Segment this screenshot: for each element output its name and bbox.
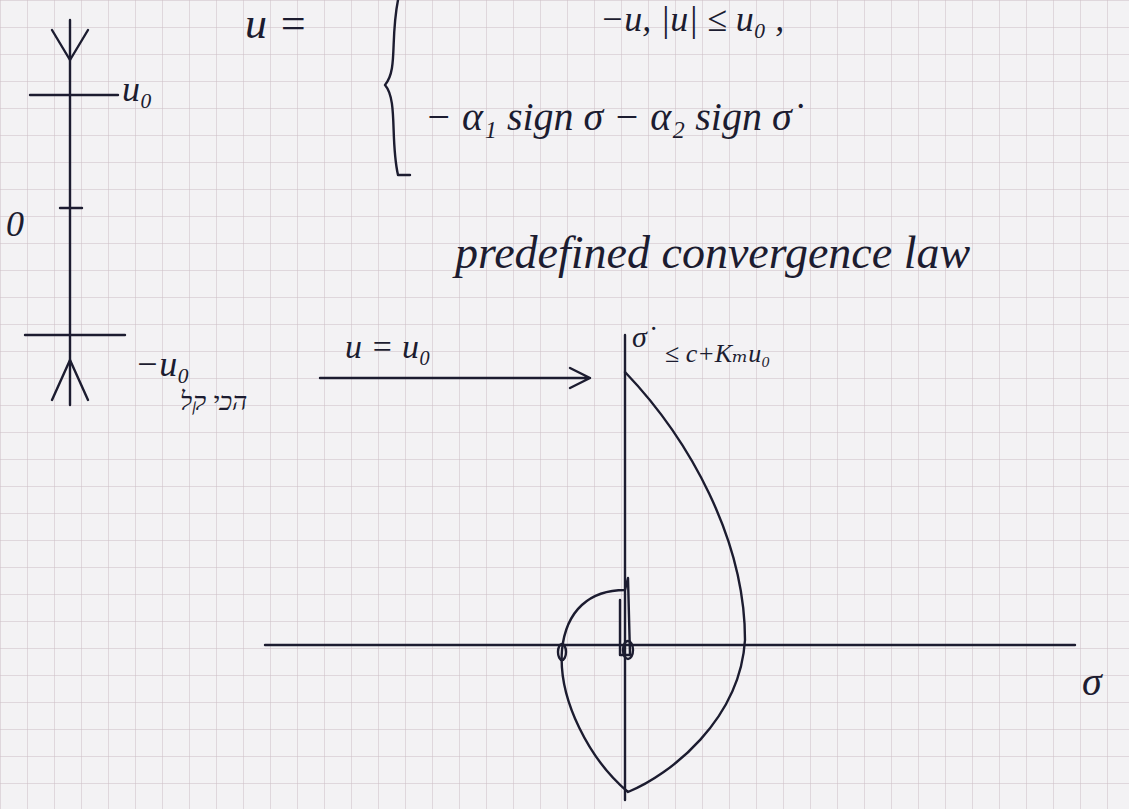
point bbox=[558, 644, 566, 660]
handwritten-label: σ bbox=[1082, 660, 1102, 704]
arrow bbox=[320, 368, 590, 388]
sigma-axis bbox=[265, 644, 1075, 646]
handwritten-label: − α₁ sign σ − α₂ sign σ̇ bbox=[425, 95, 792, 139]
handwritten-label: −u, |u| ≤ u₀ , bbox=[600, 0, 784, 40]
axis-arrow bbox=[52, 360, 88, 400]
brace bbox=[385, 0, 410, 175]
handwritten-label: הכי קל bbox=[180, 388, 247, 417]
tick bbox=[30, 94, 118, 96]
sigma-dot-axis bbox=[624, 335, 626, 800]
axis-arrow bbox=[52, 30, 88, 60]
point bbox=[623, 641, 633, 659]
handwritten-label: σ̇ bbox=[632, 320, 647, 353]
tick bbox=[25, 334, 125, 336]
handwritten-label: predefined convergence law bbox=[455, 228, 970, 279]
handwritten-label: u = u₀ bbox=[345, 328, 431, 365]
handwritten-label: u = bbox=[245, 0, 308, 48]
handwritten-label: 0 bbox=[6, 205, 24, 245]
handwritten-label: −u₀ bbox=[135, 345, 190, 385]
tick bbox=[60, 207, 82, 209]
handwritten-label: u₀ bbox=[122, 70, 153, 110]
phase-trajectory bbox=[562, 372, 745, 792]
u-axis bbox=[69, 20, 71, 405]
handwritten-label: ≤ c+Kₘu₀ bbox=[665, 340, 770, 369]
